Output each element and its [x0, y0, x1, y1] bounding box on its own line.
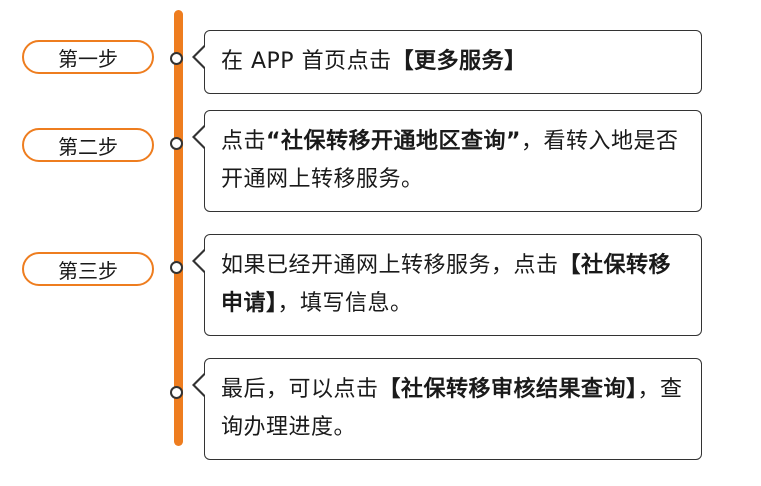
step-1-label: 第一步 [22, 40, 154, 74]
step-2-text-a: 点击 [221, 129, 267, 154]
step-4-text-a: 最后，可以点击 [221, 377, 379, 402]
timeline-node-3 [170, 261, 183, 274]
step-2-label: 第二步 [22, 128, 154, 162]
timeline-node-4 [170, 386, 183, 399]
step-3-text-a: 如果已经开通网上转移服务，点击 [221, 253, 559, 278]
step-1-text-a: 在 APP 首页点击 [221, 49, 392, 74]
step-4-box: 最后，可以点击【社保转移审核结果查询】，查询办理进度。 [192, 358, 702, 460]
timeline-node-1 [170, 52, 183, 65]
step-4-text-b: 【社保转移审核结果查询】 [378, 377, 638, 402]
step-3-label: 第三步 [22, 252, 154, 286]
step-3-box: 如果已经开通网上转移服务，点击【社保转移申请】，填写信息。 [192, 234, 702, 336]
step-2-text-c: ，看转入地是否开通网上转移服务。 [221, 129, 679, 192]
timeline-node-2 [170, 137, 183, 150]
step-4-text-c: ，查询办理进度。 [221, 377, 683, 440]
step-3-text-c: ，填写信息。 [277, 291, 413, 316]
step-2-text-b: “社保转移开通地区查询” [266, 129, 521, 154]
step-3-text-b: 【社保转移申请】 [221, 253, 672, 316]
step-2-box: 点击“社保转移开通地区查询”，看转入地是否开通网上转移服务。 [192, 110, 702, 212]
step-1-text-b: 【更多服务】 [391, 49, 527, 74]
step-1-box: 在 APP 首页点击【更多服务】 [192, 30, 702, 94]
timeline-line [174, 10, 183, 446]
